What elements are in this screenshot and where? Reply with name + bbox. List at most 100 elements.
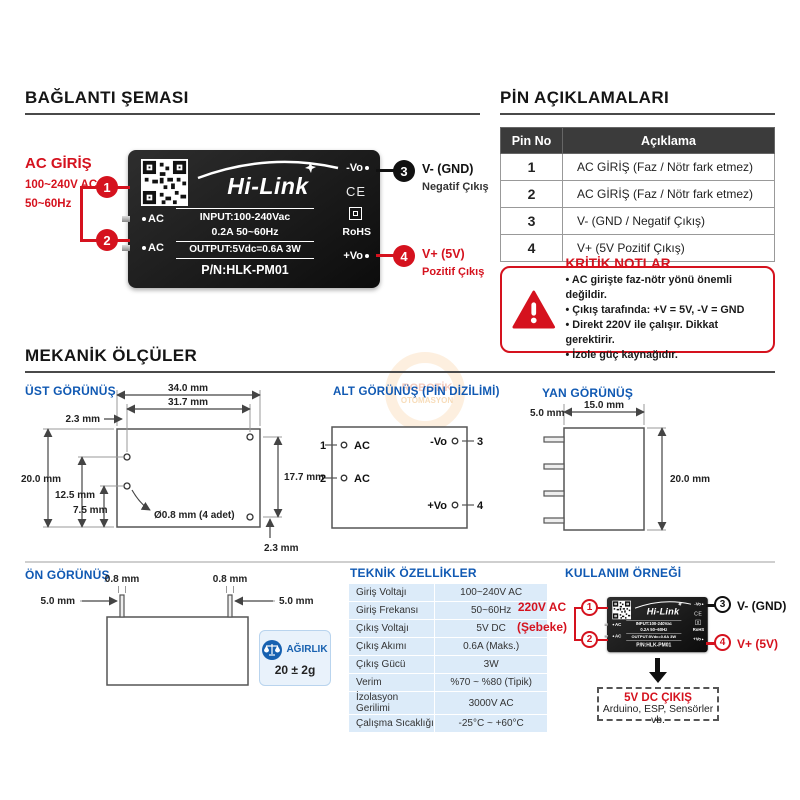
bottom-view-pin1-number: 1	[320, 440, 326, 452]
usage-wire-to-module-2	[597, 639, 608, 641]
dc-output-subtitle: Arduino, ESP, Sensörler vb.	[602, 704, 714, 726]
side-view-drawing: 5.0 mm 15.0 mm 20.0 mm	[530, 400, 710, 531]
input-wire-vertical	[80, 186, 83, 242]
spec-value: 0.6A (Maks.)	[435, 638, 547, 655]
hilink-logo-text: Hi-Link	[646, 606, 680, 617]
spec-value: 3000V AC	[435, 692, 547, 714]
bottom-view-pin4-number: 4	[477, 500, 484, 512]
module-divider-line	[176, 258, 314, 259]
ac-pin-stub-2	[122, 245, 130, 251]
weight-label: AĞIRLIK	[286, 644, 328, 655]
dc-output-title: 5V DC ÇIKIŞ	[624, 692, 692, 704]
note-item: İzole güç kaynağıdır.	[566, 348, 766, 363]
pin-no-cell: 4	[500, 234, 563, 262]
bottom-view-ac2-label: AC	[354, 473, 370, 485]
spec-value: 50~60Hz	[435, 602, 547, 619]
usage-wire-to-module-1	[597, 607, 608, 609]
specs-title: TEKNİK ÖZELLİKLER	[350, 566, 477, 580]
neg-pin-dot	[701, 603, 704, 606]
neg-pin-text: -Vo	[346, 162, 363, 174]
neg-pin-dot	[365, 166, 369, 171]
spec-value: %70 ~ %80 (Tipik)	[435, 674, 547, 691]
usage-pin-4-marker: 4	[714, 634, 731, 651]
pin-table-title-rule	[500, 113, 775, 115]
dim-label: 7.5 mm	[73, 505, 108, 516]
hilink-logo: Hi-Link	[192, 156, 344, 202]
input-wire-to-module-2	[116, 239, 130, 242]
warning-triangle-icon	[512, 290, 556, 328]
critical-notes-box: KRİTİK NOTLAR AC girişte faz-nötr yönü ö…	[500, 256, 775, 361]
ac-input-frequency: 50~60Hz	[25, 198, 72, 210]
dim-label: 20.0 mm	[21, 474, 61, 485]
table-row: 4 V+ (5V Pozitif Çıkış)	[500, 234, 775, 262]
usage-input-wire-vertical	[574, 607, 576, 641]
spec-value: 3W	[435, 656, 547, 673]
ce-mark: CE	[694, 610, 703, 617]
dim-label: 5.0 mm	[530, 408, 565, 419]
weight-value: 20 ± 2g	[274, 662, 316, 677]
dim-label: 15.0 mm	[584, 400, 624, 411]
desc-column-header: Açıklama	[562, 127, 775, 154]
ac-input-title: AC GİRİŞ	[25, 155, 92, 172]
mains-network-text: (Şebeke)	[516, 620, 568, 634]
pin-no-column-header: Pin No	[500, 127, 563, 154]
pin-2-marker: 2	[96, 229, 118, 251]
ce-mark: CE	[345, 184, 366, 199]
weight-badge: AĞIRLIK 20 ± 2g	[259, 630, 331, 686]
module-ac-pin-2: AC	[140, 242, 164, 254]
rohs-label: RoHS	[692, 627, 705, 633]
dim-label: 0.8 mm	[213, 574, 248, 585]
pos-pin-text: +Vo	[693, 637, 701, 642]
module-neg-pin-label: -Vo	[686, 602, 704, 607]
mechanical-title-rule	[25, 371, 775, 373]
dim-label: 31.7 mm	[168, 397, 208, 408]
wiring-section-title: BAĞLANTI ŞEMASI	[25, 88, 189, 107]
hilink-logo: Hi-Link	[633, 599, 694, 617]
ac-pin-1-dot	[612, 623, 615, 626]
hole-note-label: Ø0.8 mm (4 adet)	[154, 510, 235, 521]
bottom-view-pin3-number: 3	[477, 436, 483, 448]
dim-label: 5.0 mm	[279, 596, 314, 607]
dim-label: 17.7 mm	[284, 472, 324, 483]
hilink-logo-swoosh	[634, 601, 692, 609]
pos-output-label: V+ (5V)	[422, 247, 465, 261]
pos-pin-dot	[365, 254, 369, 259]
bottom-view-ac1-label: AC	[354, 440, 370, 452]
usage-pin-1-marker: 1	[581, 599, 598, 616]
table-row: 2 AC GİRİŞ (Faz / Nötr fark etmez)	[500, 180, 775, 208]
section-divider	[25, 561, 775, 563]
mechanical-section-title: MEKANİK ÖLÇÜLER	[25, 346, 198, 365]
usage-pos-wire	[706, 642, 717, 645]
module-neg-pin-label: -Vo	[325, 162, 371, 174]
rohs-label: RoHS	[342, 226, 371, 238]
pin-table-header-row: Pin No Açıklama	[500, 127, 775, 154]
neg-output-label: V- (GND)	[422, 162, 474, 176]
input-wire-to-module-1	[116, 186, 130, 189]
spec-label: Giriş Voltajı	[349, 584, 435, 601]
module-divider-line	[176, 241, 314, 242]
module-ac-pin-1: AC	[612, 622, 621, 627]
spec-label: İzolasyon Gerilimi	[349, 692, 435, 714]
spec-label: Çalışma Sıcaklığı	[349, 715, 435, 732]
bottom-view-pin2-number: 2	[320, 473, 326, 485]
dim-label: 34.0 mm	[168, 383, 208, 394]
pos-output-sublabel: Pozitif Çıkış	[422, 266, 485, 278]
module-input-line1: INPUT:100-240Vac	[199, 211, 291, 223]
pin-desc-cell: AC GİRİŞ (Faz / Nötr fark etmez)	[562, 180, 775, 208]
module-pos-pin-label: +Vo	[693, 637, 704, 642]
front-view-title: ÖN GÖRÜNÜŞ	[25, 568, 110, 582]
usage-pin-2-marker: 2	[581, 631, 598, 648]
hilink-logo-text: Hi-Link	[227, 173, 309, 199]
watermark-text-1: ROBOTİK	[401, 382, 453, 394]
bottom-view-drawing: 1 2 3 4 AC AC -Vo +Vo	[320, 426, 484, 529]
dim-label: 2.3 mm	[66, 414, 101, 425]
usage-pos-label: V+ (5V)	[737, 637, 779, 651]
ac-pin-stub-1	[122, 216, 130, 222]
usage-neg-wire	[706, 604, 717, 607]
module-ratings: INPUT:100-240Vac 0.2A 50~60Hz OUTPUT:5Vd…	[624, 620, 684, 649]
input-wire-stub-2	[80, 239, 98, 242]
dim-label: 12.5 mm	[55, 490, 95, 501]
